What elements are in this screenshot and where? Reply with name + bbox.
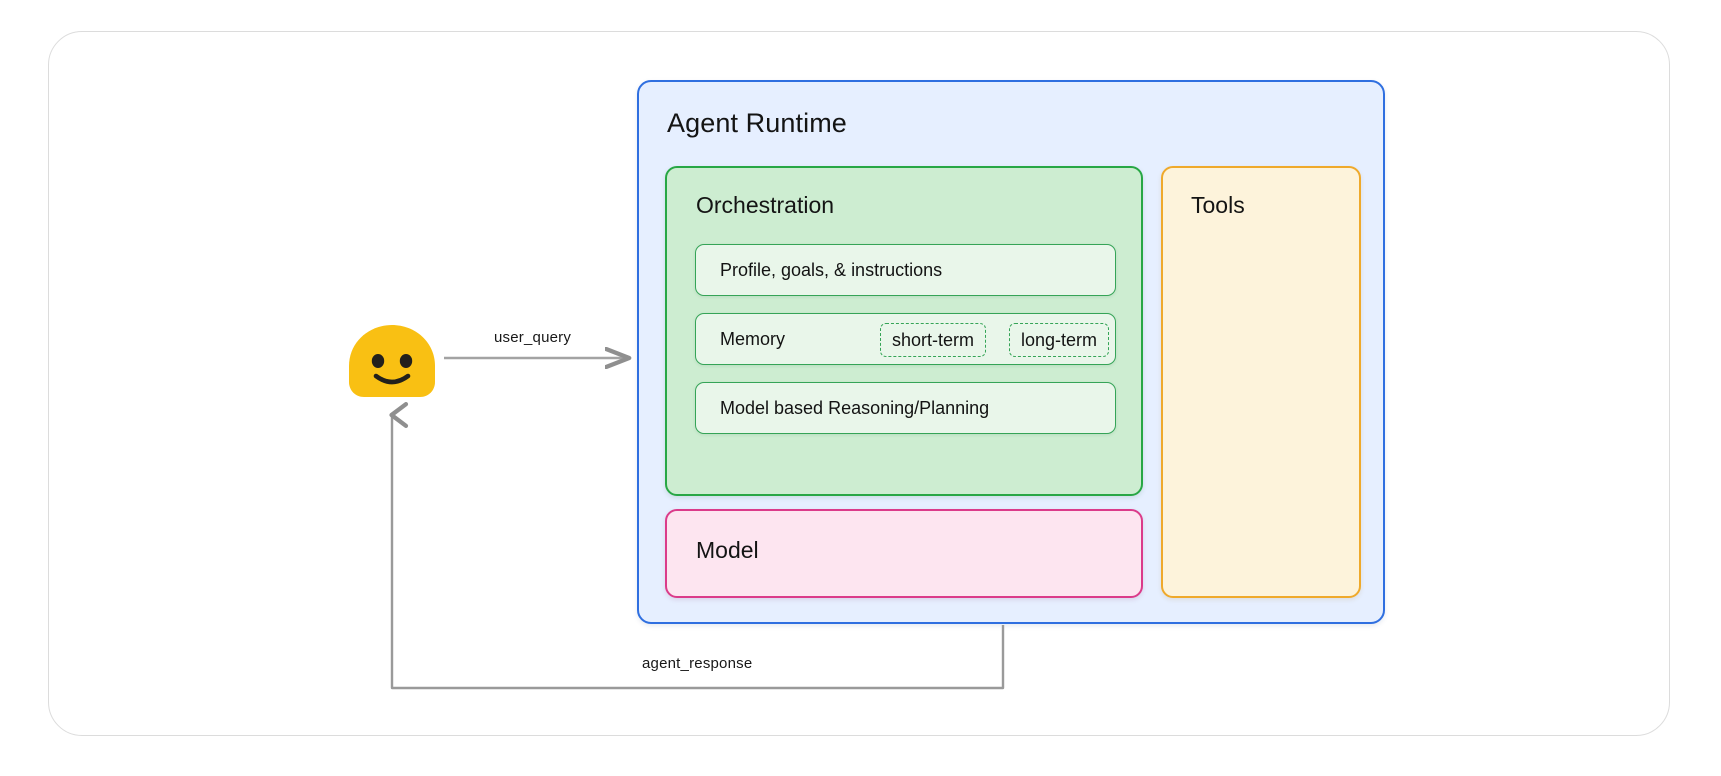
orchestration-row-memory: Memory short-term long-term xyxy=(695,313,1116,365)
model-title: Model xyxy=(696,537,759,563)
orchestration-box: Orchestration Profile, goals, & instruct… xyxy=(665,166,1143,496)
agent-runtime-title: Agent Runtime xyxy=(667,108,847,138)
orchestration-row-profile: Profile, goals, & instructions xyxy=(695,244,1116,296)
memory-chip-short-term: short-term xyxy=(880,323,987,357)
memory-chip-long-term: long-term xyxy=(1009,323,1110,357)
orchestration-title: Orchestration xyxy=(696,192,835,218)
orchestration-row-profile-label: Profile, goals, & instructions xyxy=(720,259,943,280)
tools-title: Tools xyxy=(1191,192,1245,218)
user-avatar-icon xyxy=(349,325,435,397)
tools-box: Tools xyxy=(1161,166,1361,598)
model-box: Model xyxy=(665,509,1143,598)
edge-label-user-query: user_query xyxy=(494,329,572,346)
orchestration-row-memory-label: Memory xyxy=(720,328,786,349)
agent-runtime-box: Agent Runtime Orchestration Profile, goa… xyxy=(637,80,1385,624)
edge-label-agent-response: agent_response xyxy=(642,655,753,672)
orchestration-row-reasoning: Model based Reasoning/Planning xyxy=(695,382,1116,434)
orchestration-row-reasoning-label: Model based Reasoning/Planning xyxy=(720,397,990,418)
